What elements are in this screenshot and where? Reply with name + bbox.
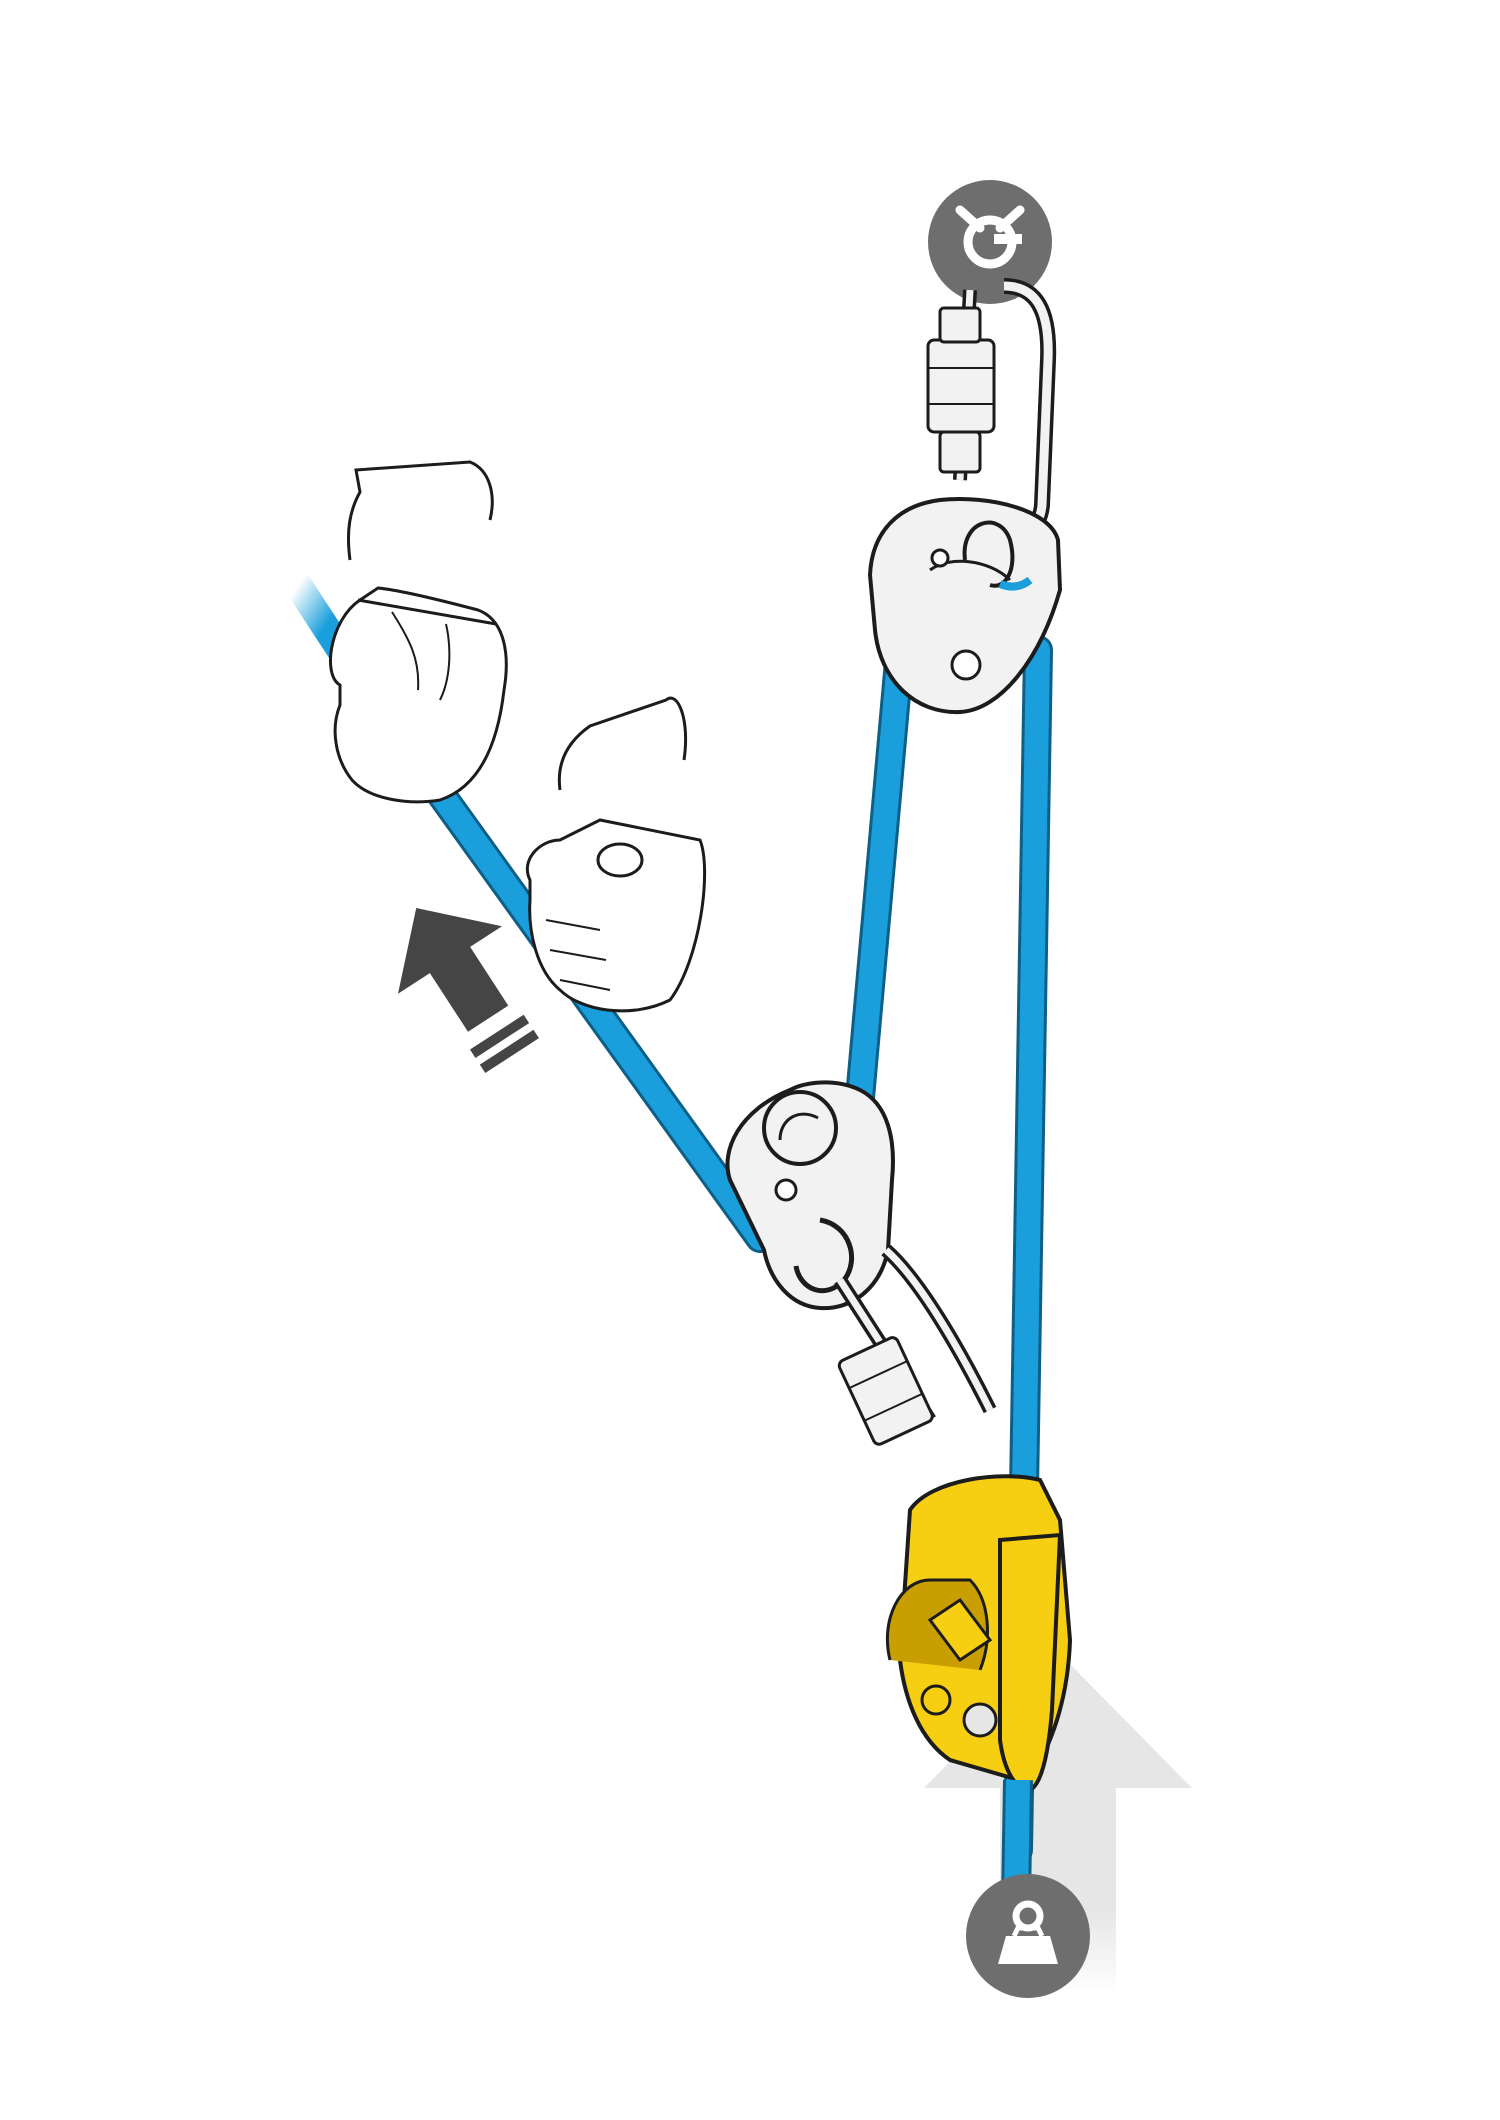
rope-clamp-device (885, 1474, 1073, 1793)
left-hand (328, 460, 508, 804)
load-icon (966, 1874, 1090, 1998)
lower-carabiner (834, 1244, 997, 1446)
top-carabiner (926, 278, 1057, 548)
anchor-icon (928, 180, 1052, 304)
upper-pulley (867, 497, 1063, 715)
pull-direction-arrow-icon (398, 908, 539, 1074)
right-hand (525, 696, 707, 1013)
lower-pulley (725, 1080, 895, 1311)
